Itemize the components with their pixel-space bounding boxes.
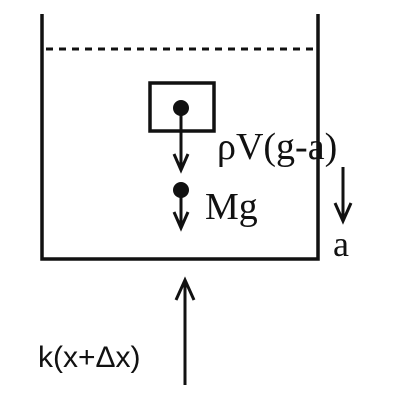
buoyant-force-label: ρV(g-a)	[217, 126, 338, 168]
acceleration-arrowhead	[333, 202, 353, 225]
spring-force-arrowhead	[174, 276, 196, 301]
weight-label: Mg	[205, 186, 258, 228]
buoyant-force-arrowhead	[172, 153, 190, 174]
acceleration-label: a	[333, 224, 349, 264]
weight-arrowhead	[172, 211, 190, 232]
container	[40, 14, 320, 261]
spring-force-label: k(x+Δx)	[38, 341, 141, 374]
